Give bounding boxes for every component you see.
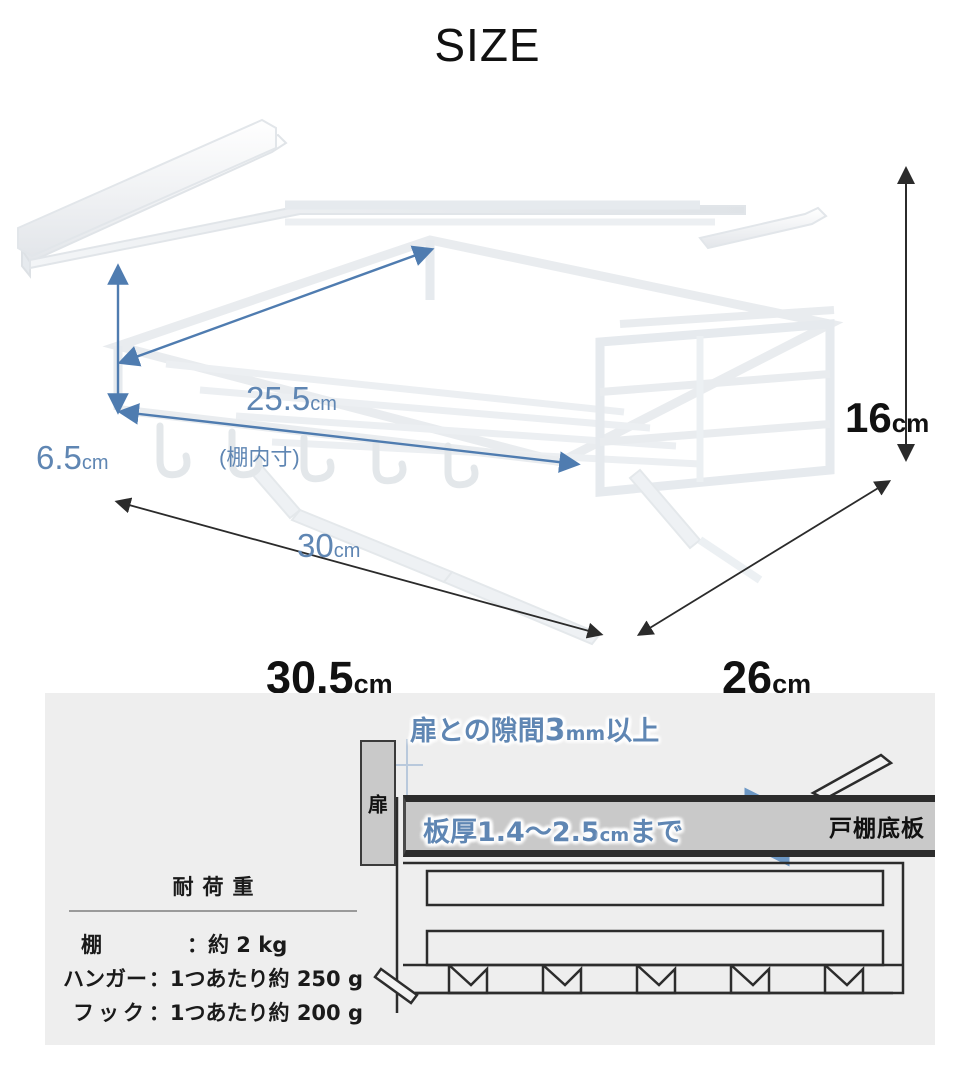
board-thickness-suffix: まで (629, 817, 684, 848)
door-gap-unit: mm (565, 723, 606, 745)
rack-illustration (17, 118, 915, 646)
load-row-value: ：1つあたり約 200 g (148, 1001, 363, 1026)
load-capacity-row: 棚 ：約 2 kg (63, 928, 363, 962)
door-gap-value: 3 (544, 713, 566, 748)
door-label: 扉 (368, 792, 388, 817)
dimension-label-shelf-inner-depth: 25.5cm (246, 380, 337, 417)
load-capacity-row: フック ：1つあたり約 200 g (63, 996, 363, 1030)
dimension-label-overall-height: 16cm (845, 394, 930, 441)
installation-panel: 扉 戸棚底板 扉との隙間3mm以上 板厚1.4〜2.5cmまで 耐荷重 棚 ：約… (45, 693, 935, 1045)
rack-wireframe (17, 118, 844, 646)
load-capacity-row: ハンガー ：1つあたり約 250 g (63, 962, 363, 996)
door-gap-suffix: 以上 (605, 716, 660, 747)
dimension-label-shelf-inner-height: 6.5cm (36, 439, 109, 476)
dimension-note-shelf-inner: (棚内寸) (219, 445, 300, 470)
load-row-value: ：1つあたり約 250 g (148, 967, 363, 992)
board-thickness-prefix: 板厚 (423, 817, 477, 848)
cabinet-board-label: 戸棚底板 (829, 816, 925, 842)
load-capacity-rows: 棚 ：約 2 kg ハンガー ：1つあたり約 250 g フック ：1つあたり約… (63, 928, 363, 1030)
load-row-label: ハンガー (63, 967, 147, 992)
dimension-label-overall-width: 30.5cm (266, 652, 393, 703)
board-thickness-label: 板厚1.4〜2.5cmまで (423, 810, 683, 849)
load-capacity-divider (69, 910, 357, 912)
door-gap-prefix: 扉との隙間 (410, 716, 545, 747)
hook-group-side (447, 964, 865, 995)
dimension-arrow-30_5 (114, 497, 604, 639)
door-gap-label: 扉との隙間3mm以上 (410, 709, 659, 748)
right-end-frame (595, 319, 835, 497)
load-row-label: フック (73, 1001, 148, 1026)
dimension-label-shelf-inner-width: 30cm (297, 527, 361, 564)
installation-side-view (373, 739, 905, 1013)
load-row-label: 棚 (81, 933, 102, 957)
hanger-arm (810, 753, 894, 801)
load-capacity-table: 耐荷重 棚 ：約 2 kg ハンガー ：1つあたり約 250 g フック ：1つ… (63, 871, 363, 1030)
dimension-arrow-30 (117, 403, 581, 473)
load-capacity-heading: 耐荷重 (172, 875, 263, 899)
door-bar: 扉 (360, 740, 396, 866)
dimension-arrow-26 (636, 480, 892, 636)
page-title: SIZE (434, 19, 541, 71)
cabinet-bottom-board: 戸棚底板 (403, 795, 935, 857)
load-row-value: ：約 2 kg (187, 933, 288, 957)
dimension-arrow-25_5 (117, 245, 435, 367)
board-thickness-unit: cm (599, 825, 630, 846)
product-dimension-diagram: 25.5cm (棚内寸) 6.5cm 30cm 16cm 30.5cm 26cm (0, 110, 975, 700)
left-upright (17, 118, 277, 258)
board-thickness-range: 1.4〜2.5 (477, 817, 600, 848)
